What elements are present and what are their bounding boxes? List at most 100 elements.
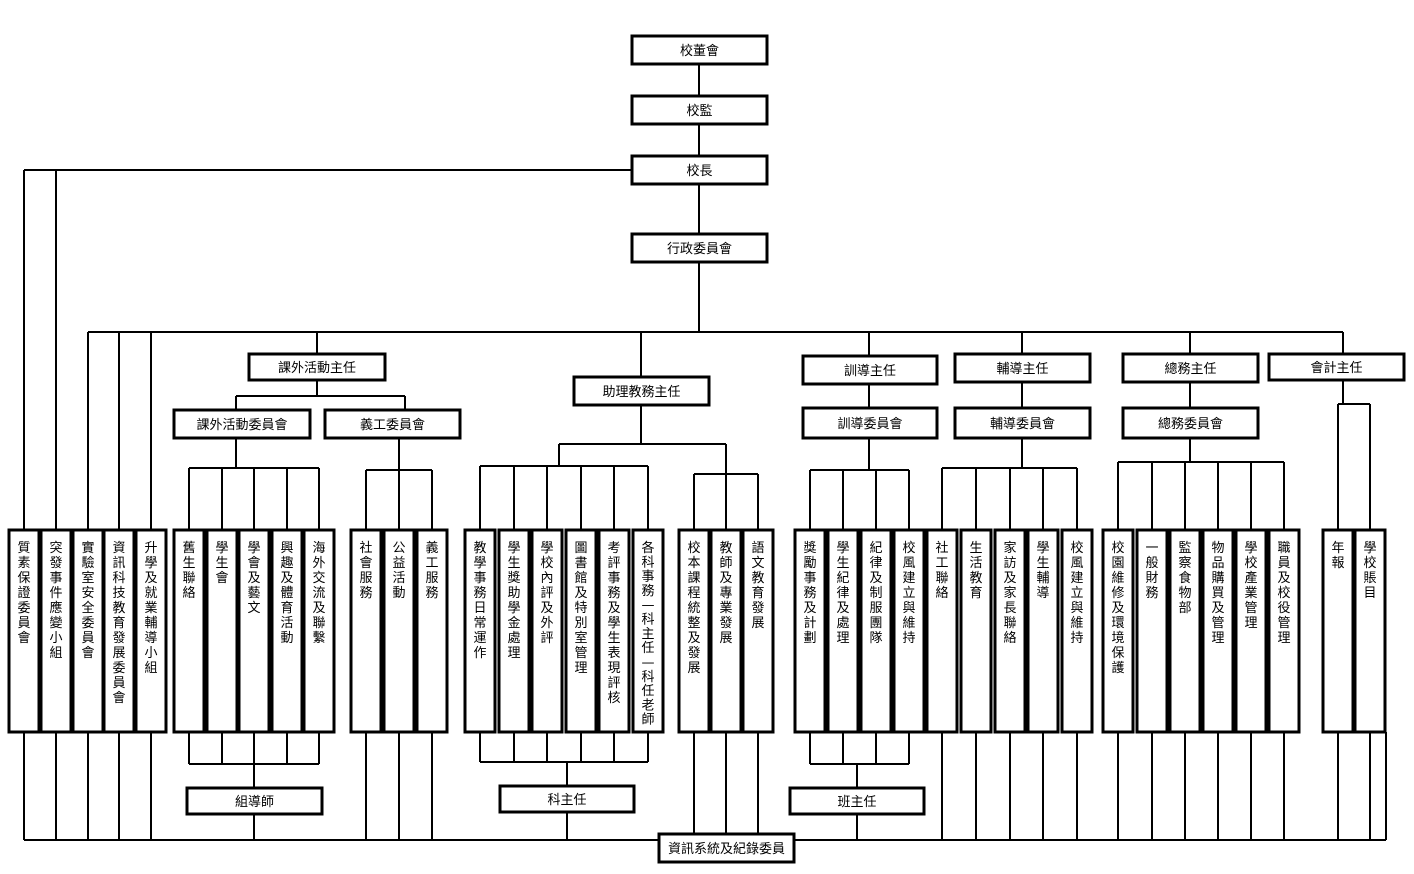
node-box bbox=[801, 354, 939, 386]
node-units-lab-safety: 實驗室安全委員會 bbox=[71, 528, 105, 734]
node-units-life-ed: 生活教育 bbox=[959, 528, 993, 734]
node-label: 家訪及家長聯絡 bbox=[1003, 540, 1016, 646]
node-units-home-visit: 家訪及家長聯絡 bbox=[993, 528, 1027, 734]
node-units-evaluation: 學校內評及外評 bbox=[530, 528, 564, 734]
node-units-volunteer-service: 義工服務 bbox=[415, 528, 449, 734]
node-heads-assistant-academic: 助理教務主任 bbox=[572, 375, 711, 407]
node-box bbox=[172, 408, 312, 440]
node-label: 課外活動委員會 bbox=[196, 417, 287, 433]
node-units-alumni: 舊生聯絡 bbox=[172, 528, 206, 734]
node-top-supervisor: 校監 bbox=[630, 94, 769, 126]
node-top-admin-committee: 行政委員會 bbox=[630, 232, 769, 264]
node-units-teaching-daily: 教學事務日常運作 bbox=[463, 528, 497, 734]
node-label: 學會及藝文 bbox=[247, 541, 260, 616]
node-label: 義工服務 bbox=[425, 540, 438, 601]
node-units-qa: 質素保證委員會 bbox=[7, 528, 41, 734]
node-box bbox=[953, 352, 1092, 384]
node-bottom-records: 資訊系統及紀錄委員 bbox=[657, 832, 796, 864]
node-units-assets: 學校產業管理 bbox=[1234, 528, 1268, 734]
node-units-campus: 校園維修及環境保護 bbox=[1101, 528, 1135, 734]
node-box bbox=[498, 784, 636, 814]
node-box bbox=[677, 528, 711, 734]
node-label: 義工委員會 bbox=[360, 417, 425, 433]
node-box bbox=[349, 528, 383, 734]
node-label: 升學及就業輔導小組 bbox=[144, 541, 157, 676]
node-units-subjects: 各科事務—科主任—科任老師 bbox=[631, 528, 665, 734]
node-box bbox=[993, 528, 1027, 734]
node-box bbox=[959, 528, 993, 734]
node-label: 質素保證委員會 bbox=[17, 541, 30, 646]
node-label: 生活教育 bbox=[969, 541, 982, 601]
node-box bbox=[788, 786, 926, 816]
node-committees-general-affairs: 總務委員會 bbox=[1121, 406, 1260, 440]
node-label: 突發事件應變小組 bbox=[49, 540, 62, 661]
node-units-career: 升學及就業輔導小組 bbox=[134, 528, 168, 734]
node-box bbox=[1121, 352, 1260, 384]
node-label: 學校產業管理 bbox=[1244, 541, 1257, 631]
node-label: 學生獎助學金處理 bbox=[507, 541, 520, 661]
node-label: 職員及校役管理 bbox=[1277, 541, 1290, 646]
node-bottom-group-tutor: 組導師 bbox=[185, 786, 324, 816]
node-label: 教師及專業發展 bbox=[719, 540, 732, 646]
node-box bbox=[1234, 528, 1268, 734]
node-units-community: 社會服務 bbox=[349, 528, 383, 734]
node-label: 考評事務及學生表現評核 bbox=[607, 541, 620, 706]
node-box bbox=[1321, 528, 1355, 734]
node-label: 教學事務日常運作 bbox=[473, 540, 486, 661]
node-box bbox=[1121, 406, 1260, 440]
node-label: 校長 bbox=[686, 163, 712, 179]
node-box bbox=[463, 528, 497, 734]
node-box bbox=[134, 528, 168, 734]
node-box bbox=[630, 154, 769, 186]
node-label: 監察食物部 bbox=[1178, 540, 1191, 616]
node-box bbox=[631, 528, 665, 734]
node-heads-extracurricular: 課外活動主任 bbox=[247, 352, 387, 382]
node-label: 資訊科技教育發展委員會 bbox=[112, 541, 125, 706]
node-committees-extracurricular: 課外活動委員會 bbox=[172, 408, 312, 440]
node-box bbox=[323, 408, 462, 440]
node-label: 資訊系統及紀錄委員 bbox=[668, 842, 785, 857]
node-box bbox=[270, 528, 304, 734]
node-label: 訓導委員會 bbox=[837, 416, 902, 432]
node-label: 會計主任 bbox=[1310, 360, 1362, 376]
node-units-teacher-dev: 教師及專業發展 bbox=[709, 528, 743, 734]
node-label: 學生紀律及處理 bbox=[836, 541, 849, 646]
node-label: 助理教務主任 bbox=[602, 384, 680, 400]
node-box bbox=[657, 832, 796, 864]
node-box bbox=[1267, 352, 1406, 382]
node-label: 一般財務 bbox=[1145, 541, 1158, 601]
node-label: 訓導主任 bbox=[844, 363, 896, 379]
node-label: 班主任 bbox=[837, 795, 876, 810]
node-committees-volunteer: 義工委員會 bbox=[323, 408, 462, 440]
node-units-assessment: 考評事務及學生表現評核 bbox=[597, 528, 631, 734]
node-label: 課外活動主任 bbox=[278, 360, 356, 376]
node-label: 海外交流及聯繫 bbox=[312, 541, 325, 646]
node-label: 各科事務—科主任—科任老師 bbox=[641, 540, 654, 728]
node-units-accounts: 學校賬目 bbox=[1353, 528, 1387, 734]
node-box bbox=[237, 528, 271, 734]
node-box bbox=[1060, 528, 1094, 734]
node-label: 實驗室安全委員會 bbox=[81, 540, 94, 661]
node-box bbox=[1135, 528, 1169, 734]
node-bottom-class-teacher: 班主任 bbox=[788, 786, 926, 816]
node-box bbox=[497, 528, 531, 734]
node-units-finance: 一般財務 bbox=[1135, 528, 1169, 734]
node-label: 舊生聯絡 bbox=[182, 541, 195, 601]
node-box bbox=[205, 528, 239, 734]
node-box bbox=[39, 528, 73, 734]
node-box bbox=[564, 528, 598, 734]
node-units-staff-mgmt: 職員及校役管理 bbox=[1267, 528, 1301, 734]
node-box bbox=[826, 528, 860, 734]
node-units-academic-arts: 學會及藝文 bbox=[237, 528, 271, 734]
node-box bbox=[7, 528, 41, 734]
node-units-curriculum: 校本課程統整及發展 bbox=[677, 528, 711, 734]
node-box bbox=[630, 232, 769, 264]
node-label: 校園維修及環境保護 bbox=[1111, 540, 1124, 676]
node-units-student-guidance: 學生輔導 bbox=[1026, 528, 1060, 734]
node-units-social-work: 社工聯絡 bbox=[925, 528, 959, 734]
node-units-rewards: 獎勵事務及計劃 bbox=[793, 528, 827, 734]
node-label: 輔導委員會 bbox=[990, 417, 1055, 432]
node-heads-general-affairs: 總務主任 bbox=[1121, 352, 1260, 384]
node-box bbox=[302, 528, 336, 734]
